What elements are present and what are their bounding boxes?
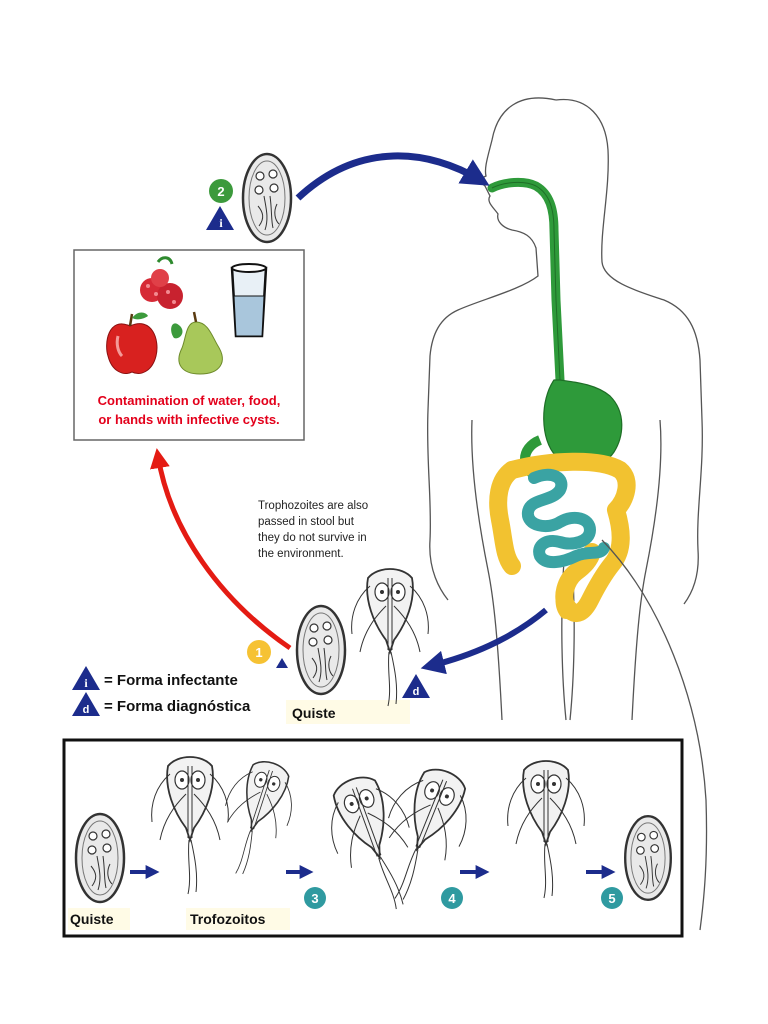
quiste-label-top: Quiste xyxy=(292,705,336,721)
quiste-bottom-label-background xyxy=(68,908,130,930)
legend-infective-symbol: i xyxy=(84,676,88,690)
step-5-label: 5 xyxy=(608,891,615,906)
step-4-marker: 4 xyxy=(441,887,463,909)
quiste-label-bottom: Quiste xyxy=(70,911,114,927)
trophozoite-note-line-2: passed in stool but xyxy=(258,516,355,528)
legend-infective-icon xyxy=(72,666,100,690)
step-3-label: 3 xyxy=(311,891,318,906)
environment-arrow xyxy=(150,448,292,651)
infective-form-marker: i xyxy=(206,206,234,230)
small-intestine xyxy=(522,468,610,568)
quiste-label-background xyxy=(286,700,410,724)
step-5-marker: 5 xyxy=(601,887,623,909)
water-glass-icon xyxy=(230,263,268,338)
ingestion-arrow xyxy=(295,152,490,201)
step-1-marker: 1 xyxy=(247,640,271,664)
step-3-marker: 3 xyxy=(304,887,326,909)
legend-diagnostic-icon xyxy=(72,692,100,716)
large-intestine xyxy=(489,452,636,622)
legend-diagnostic-label: = Forma diagnóstica xyxy=(104,698,251,715)
intestine-connector-line xyxy=(601,539,708,931)
life-cycle-stages-box: 3 4 5 Quiste Trofozoitos xyxy=(62,738,684,938)
step-4-label: 4 xyxy=(448,891,456,906)
small-infective-triangle-icon xyxy=(276,658,288,668)
excretion-arrow xyxy=(420,607,548,675)
diagnostic-form-marker: d xyxy=(402,674,430,698)
trofozoitos-label: Trofozoitos xyxy=(190,911,266,927)
ingested-cyst xyxy=(241,152,293,244)
legend-diagnostic-symbol: d xyxy=(83,704,90,716)
step-2-label: 2 xyxy=(217,184,224,199)
infective-marker-letter: i xyxy=(219,216,223,230)
step-1-label: 1 xyxy=(255,645,262,660)
trofozoitos-label-background xyxy=(186,908,290,930)
legend: i = Forma infectante d = Forma diagnósti… xyxy=(72,666,251,716)
apple-icon xyxy=(106,312,158,374)
trophozoite-note-line-4: the environment. xyxy=(258,548,344,560)
stool-cyst xyxy=(295,604,347,696)
diagnostic-marker-letter: d xyxy=(413,686,420,698)
legend-diagnostic-item: d = Forma diagnóstica xyxy=(72,692,251,716)
trophozoite-note: Trophozoites are also passed in stool bu… xyxy=(258,500,368,560)
legend-infective-item: i = Forma infectante xyxy=(72,666,238,690)
trophozoite-note-line-1: Trophozoites are also xyxy=(258,500,368,512)
contamination-text-line-1: Contamination of water, food, xyxy=(98,393,281,408)
raspberry-icon xyxy=(140,256,183,309)
step-2-marker: 2 xyxy=(209,179,233,203)
digestive-tract-upper xyxy=(487,177,623,483)
contamination-box: Contamination of water, food, or hands w… xyxy=(73,249,305,441)
pear-icon xyxy=(171,311,223,375)
trophozoite-note-line-3: they do not survive in xyxy=(258,532,367,544)
stage-cyst-start xyxy=(74,812,126,904)
legend-infective-label: = Forma infectante xyxy=(104,672,238,689)
contamination-text-line-2: or hands with infective cysts. xyxy=(98,412,279,427)
stage-cyst-end xyxy=(624,815,672,901)
